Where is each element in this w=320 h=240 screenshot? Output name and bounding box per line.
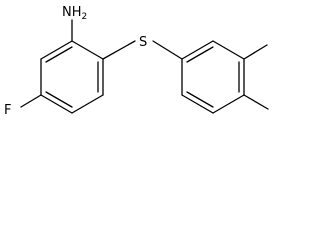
molecule-canvas: NH2 S F — [4, 5, 269, 118]
bond-c1-c2 — [71, 40, 104, 60]
sulfur-label: S — [139, 35, 147, 50]
bond-c3-c4 — [71, 94, 104, 114]
bond-s-c1prime — [152, 40, 183, 60]
bond-r1-r2-double — [186, 46, 214, 63]
bond-c6-c1 — [40, 40, 73, 60]
bond-c4-c5 — [40, 94, 73, 114]
right-benzene-ring — [181, 40, 245, 114]
bond-methyl-lower — [243, 94, 269, 110]
bond-c4-c5-double — [45, 91, 73, 108]
fluorine-label: F — [4, 103, 11, 118]
amine-symbol: NH — [62, 5, 82, 20]
amine-label: NH2 — [62, 5, 87, 22]
bond-r1-r2 — [181, 40, 214, 60]
structure-diagram: NH2 S F — [4, 5, 269, 118]
left-benzene-ring — [40, 40, 104, 114]
bond-c6-c1-double — [45, 46, 73, 63]
bond-c5-f — [20, 94, 42, 108]
bond-r2-r3 — [212, 40, 245, 60]
bond-r5-r6-double — [186, 91, 214, 108]
bond-r5-r6 — [181, 94, 214, 114]
amine-subscript: 2 — [82, 12, 88, 22]
bond-methyl-upper — [243, 44, 268, 60]
bond-c2-s — [102, 40, 136, 60]
bond-r4-r5 — [212, 94, 245, 114]
